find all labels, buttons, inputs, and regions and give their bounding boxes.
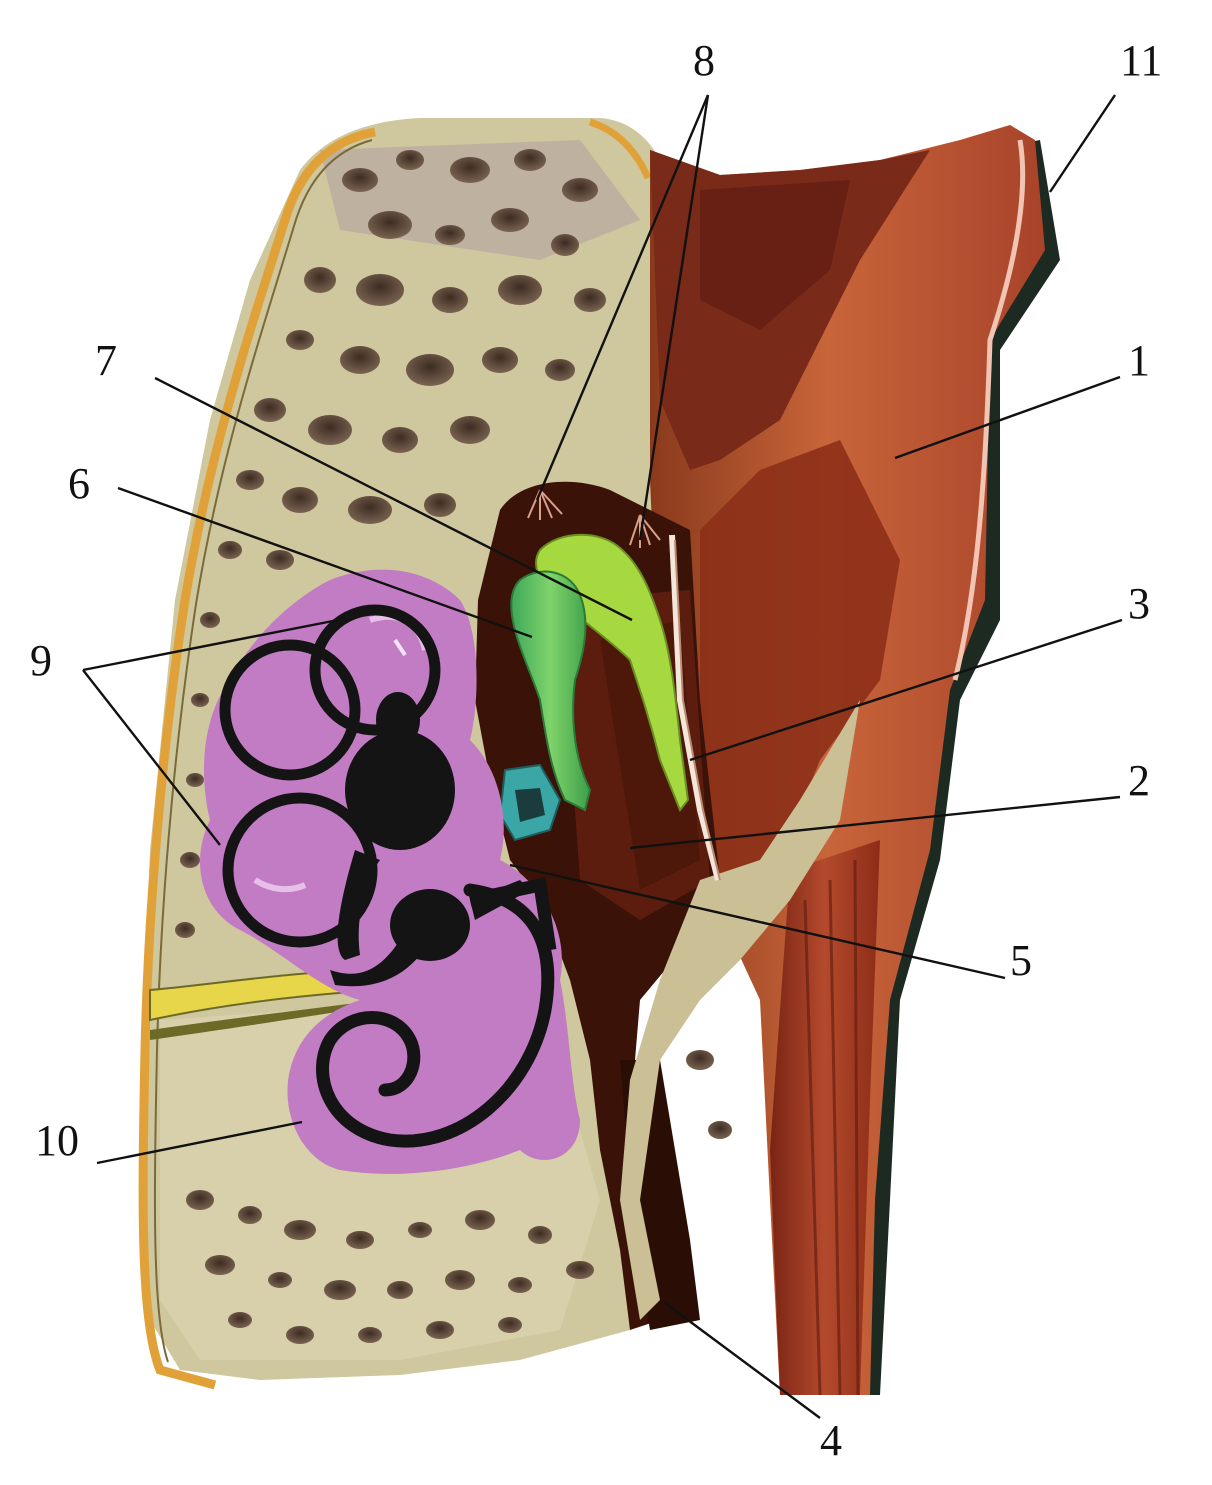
leader-8b	[638, 94, 710, 541]
leader-9b	[82, 669, 221, 846]
leader-8a	[535, 94, 710, 501]
dura-border-top	[588, 118, 652, 180]
canal-bone-wall	[620, 700, 860, 1320]
leader-7	[154, 376, 633, 622]
ossicle-ligaments	[527, 489, 661, 548]
label-5: 5	[1010, 936, 1032, 985]
external-auditory-canal	[700, 440, 900, 900]
cochlear-duct	[316, 883, 555, 1148]
leader-6	[117, 486, 533, 639]
leader-2	[629, 795, 1121, 850]
leader-9a	[82, 618, 339, 672]
label-4: 4	[820, 1416, 842, 1465]
label-8: 8	[693, 36, 715, 85]
label-3: 3	[1128, 579, 1150, 628]
leader-10	[96, 1120, 303, 1165]
label-1: 1	[1128, 336, 1150, 385]
dura-border	[138, 127, 376, 1390]
incus	[510, 570, 592, 812]
label-2: 2	[1128, 756, 1150, 805]
label-11: 11	[1120, 36, 1162, 85]
leader-lines	[82, 94, 1123, 1419]
tympanic-membrane	[669, 534, 721, 881]
label-9: 9	[30, 636, 52, 685]
leader-11	[1049, 94, 1116, 193]
bone-pores-upper	[175, 149, 606, 938]
dura-border-inner	[153, 139, 373, 1363]
label-6: 6	[68, 459, 90, 508]
leader-5	[509, 863, 1006, 980]
number-labels: 1 2 3 4 5 6 7 8 9 10 11	[30, 36, 1162, 1465]
bony-labyrinth	[200, 569, 580, 1174]
label-10: 10	[35, 1116, 79, 1165]
leader-1	[894, 375, 1121, 460]
leader-3	[689, 618, 1123, 762]
label-7: 7	[95, 336, 117, 385]
leader-4	[664, 1302, 821, 1419]
